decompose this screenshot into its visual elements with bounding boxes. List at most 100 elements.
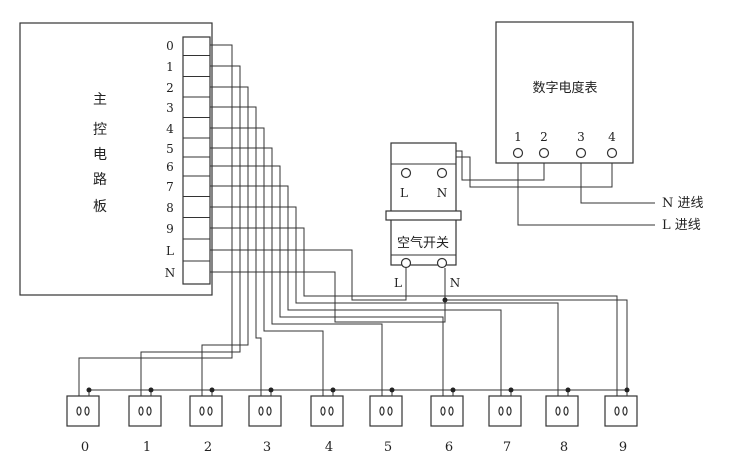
terminal-to-outlet-wire	[78, 44, 233, 396]
terminal-to-outlet-wire	[210, 185, 502, 396]
breaker-top-label: L	[400, 186, 408, 200]
outlet-slot	[320, 406, 326, 416]
outlet-junction-dot	[624, 387, 630, 393]
terminal-label: 5	[166, 142, 174, 156]
terminal-label: 2	[166, 81, 174, 95]
breaker-top-label: N	[437, 186, 448, 200]
outlet-slot	[199, 406, 205, 416]
terminal-label: 4	[166, 122, 174, 136]
outlet-slot	[563, 406, 569, 416]
outlet-slot	[440, 406, 446, 416]
outlet-slot	[614, 406, 620, 416]
outlet-junction-dot	[508, 387, 514, 393]
meter-terminal-label: 1	[514, 130, 522, 144]
outlet: 2	[189, 387, 223, 455]
outlet-box	[369, 395, 403, 427]
outlet-number-label: 0	[81, 440, 89, 455]
n-incoming-label: N 进线	[662, 196, 704, 211]
outlet-junction-dot	[389, 387, 395, 393]
breaker-terminal-screw	[400, 167, 412, 179]
breaker-terminal-screw	[436, 257, 448, 269]
meter-terminal-screw	[538, 147, 550, 159]
outlet-number-label: 3	[263, 440, 271, 455]
outlet-slot	[328, 406, 334, 416]
terminal-label: 6	[166, 160, 174, 174]
meter-frame	[495, 21, 634, 164]
terminal-to-outlet-wire	[201, 86, 249, 396]
air-circuit-breaker: L N 空气开关 L N	[385, 142, 462, 290]
meter-title: 数字电度表	[532, 80, 597, 96]
outlet-junction-dot	[330, 387, 336, 393]
outlet-number-label: 1	[143, 440, 151, 455]
outlet-box	[545, 395, 579, 427]
terminal-label: 9	[166, 222, 174, 236]
outlet: 3	[248, 387, 282, 455]
outlet-slot	[76, 406, 82, 416]
neutral-bus-wire	[444, 268, 628, 390]
outlet-box	[66, 395, 100, 427]
outlet-number-label: 6	[445, 440, 453, 455]
outlet-slot	[506, 406, 512, 416]
outlet-junction-dot	[268, 387, 274, 393]
outlet-junction-dot	[450, 387, 456, 393]
terminal-label: 1	[166, 60, 174, 74]
outlet-slot	[498, 406, 504, 416]
main-board-label-char: 板	[93, 199, 107, 215]
breaker-din-rail	[385, 210, 462, 221]
main-control-board: 主 控 电 路 板	[19, 22, 213, 296]
meter-terminal-screw	[512, 147, 524, 159]
terminal-label: L	[166, 244, 174, 258]
outlet: 6	[430, 387, 464, 455]
outlet-box	[430, 395, 464, 427]
terminal-label: 3	[166, 101, 174, 115]
l-incoming-label: L 进线	[662, 218, 701, 233]
outlet-box	[128, 395, 162, 427]
terminal-strip	[182, 36, 211, 285]
outlet: 8	[545, 387, 579, 455]
terminal-label: 8	[166, 201, 174, 215]
terminal-to-outlet-wire	[210, 127, 324, 396]
outlet-box	[189, 395, 223, 427]
outlet: 7	[488, 387, 522, 455]
outlet-number-label: 8	[560, 440, 568, 455]
breaker-terminal-screw	[400, 257, 412, 269]
terminal-to-outlet-wire	[210, 147, 383, 396]
outlet-junction-dot	[209, 387, 215, 393]
terminal-label: 7	[166, 180, 174, 194]
outlet-slot	[146, 406, 152, 416]
main-board-frame	[19, 22, 213, 296]
outlet-slot	[207, 406, 213, 416]
n-output-wire	[210, 271, 446, 323]
outlet: 5	[369, 387, 403, 455]
outlet: 4	[310, 387, 344, 455]
meter-terminal-label: 3	[577, 130, 585, 144]
terminal-to-outlet-wire	[140, 65, 241, 396]
outlet-box	[604, 395, 638, 427]
main-board-label-char: 控	[93, 122, 107, 138]
terminal-label: 0	[166, 39, 174, 53]
outlet: 9	[604, 387, 638, 455]
breaker-frame	[390, 142, 457, 266]
outlet-box	[310, 395, 344, 427]
outlet-slot	[622, 406, 628, 416]
outlet: 0	[66, 387, 100, 455]
outlet-slot	[448, 406, 454, 416]
outlet: 1	[128, 387, 162, 455]
outlet-junction-dot	[86, 387, 92, 393]
breaker-bottom-label: L	[394, 276, 402, 290]
terminal-to-outlet-wire	[210, 227, 618, 396]
outlet-slot	[84, 406, 90, 416]
outlet-slot	[266, 406, 272, 416]
n-incoming-wire	[580, 158, 655, 204]
main-board-label-char: 主	[93, 92, 107, 108]
breaker-terminal-screw	[436, 167, 448, 179]
outlet-junction-dot	[148, 387, 154, 393]
outlet-number-label: 2	[204, 440, 212, 455]
meter-terminal-screw	[575, 147, 587, 159]
outlet-slot	[138, 406, 144, 416]
outlet-junction-dot	[565, 387, 571, 393]
outlet-box	[248, 395, 282, 427]
